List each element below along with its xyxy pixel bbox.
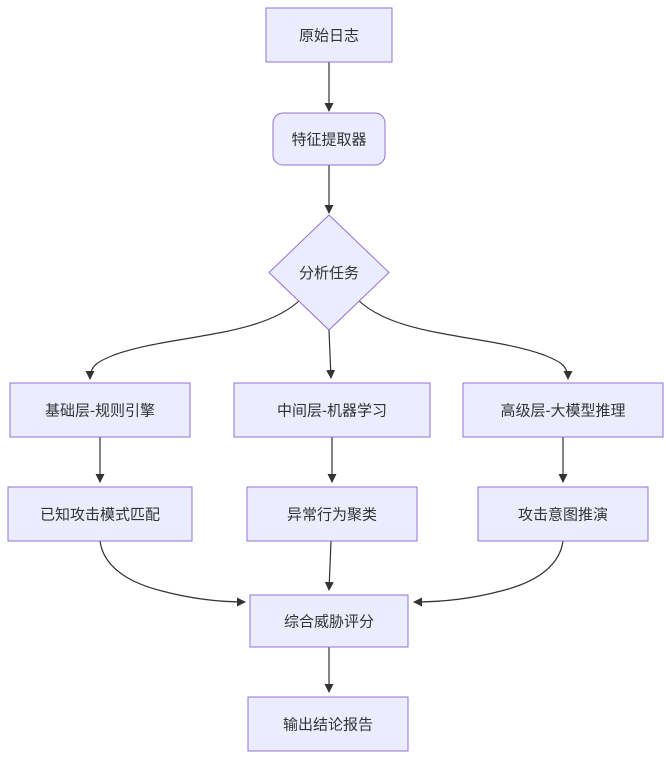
analysis-task-diamond (268, 214, 390, 331)
anomaly-cluster-label: 异常行为聚类 (287, 506, 377, 523)
known-attack-box (7, 486, 193, 542)
node-base-layer: 基础层-规则引擎 (9, 382, 191, 438)
raw-logs-label: 原始日志 (299, 27, 359, 44)
threat-score-box (249, 594, 409, 648)
node-anomaly-cluster: 异常行为聚类 (246, 486, 418, 542)
feature-extractor-box (272, 112, 386, 166)
base-layer-label: 基础层-规则引擎 (45, 402, 155, 419)
node-known-attack: 已知攻击模式匹配 (7, 486, 193, 542)
node-mid-layer: 中间层-机器学习 (233, 382, 431, 438)
edge-known-attack-to-threat-score (99, 540, 246, 607)
edge-anomaly-cluster-to-threat-score (324, 540, 334, 591)
node-raw-logs: 原始日志 (265, 7, 393, 63)
edges-layer (85, 62, 573, 693)
base-layer-box (9, 382, 191, 438)
feature-extractor-label: 特征提取器 (291, 131, 366, 148)
edge-analysis-task-to-adv-layer (356, 298, 573, 380)
edge-attack-intent-to-threat-score (413, 540, 564, 607)
node-report: 输出结论报告 (247, 696, 409, 752)
node-feature-extractor: 特征提取器 (272, 112, 386, 166)
analysis-task-label: 分析任务 (299, 265, 359, 282)
nodes-layer: 原始日志 特征提取器 分析任务 基础层-规则引擎 中间层-机器学习 高级层-大模… (7, 7, 664, 752)
edge-analysis-task-to-mid-layer (326, 329, 336, 379)
attack-intent-label: 攻击意图推演 (518, 505, 608, 523)
node-adv-layer: 高级层-大模型推理 (462, 382, 664, 438)
known-attack-label: 已知攻击模式匹配 (40, 506, 160, 523)
report-label: 输出结论报告 (283, 716, 373, 733)
node-threat-score: 综合威胁评分 (249, 594, 409, 648)
attack-intent-box (477, 486, 649, 542)
node-analysis-task: 分析任务 (268, 214, 390, 331)
raw-logs-box (265, 7, 393, 63)
node-attack-intent: 攻击意图推演 (477, 486, 649, 542)
edge-analysis-task-to-base-layer (85, 298, 302, 380)
mid-layer-box (233, 382, 431, 438)
adv-layer-label: 高级层-大模型推理 (501, 402, 626, 419)
mid-layer-label: 中间层-机器学习 (277, 402, 387, 419)
anomaly-cluster-box (246, 486, 418, 542)
report-box (247, 696, 409, 752)
adv-layer-box (462, 382, 664, 438)
threat-score-label: 综合威胁评分 (284, 613, 374, 630)
